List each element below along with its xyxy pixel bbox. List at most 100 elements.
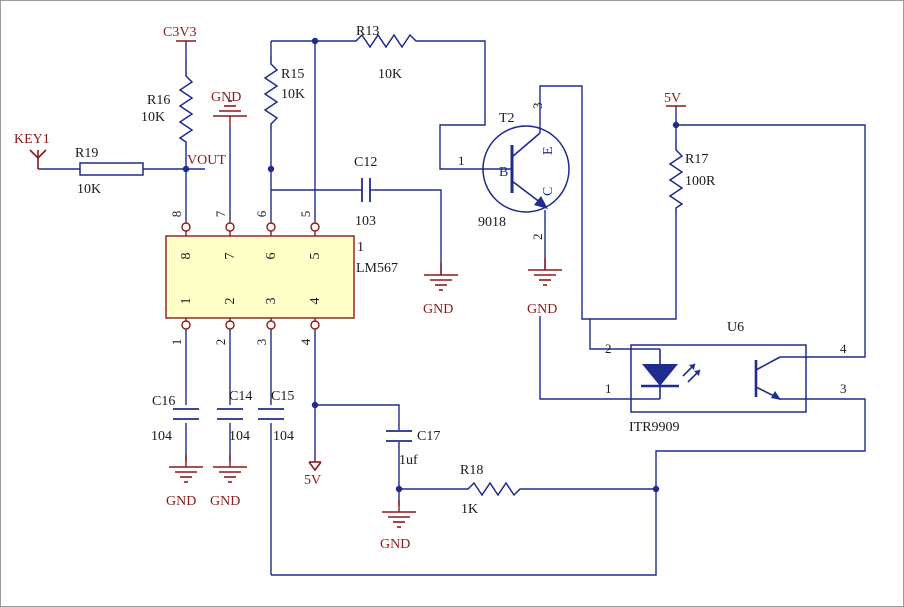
ic-pin-2-label: 2 — [223, 298, 238, 305]
resistor-r13 — [344, 33, 424, 49]
resistor-r15-value: 10K — [281, 87, 305, 102]
ic-part-name: LM567 — [356, 261, 398, 276]
capacitor-c12-value: 103 — [355, 214, 376, 229]
resistor-r19 — [79, 162, 144, 176]
gnd-symbol-pin7 — [212, 100, 248, 129]
power-label-gnd-c14: GND — [210, 494, 240, 509]
optocoupler-pin-2: 2 — [605, 341, 612, 356]
wire-c17-top — [315, 404, 400, 430]
junction-dot — [395, 485, 403, 493]
resistor-r19-ref: R19 — [75, 146, 98, 161]
gnd-symbol-c16 — [168, 454, 204, 483]
capacitor-c12 — [358, 178, 374, 202]
gnd-symbol-t2 — [527, 257, 563, 286]
ic-lm567: 8 7 6 5 1 2 3 4 8 7 6 5 1 2 3 4 1 LM567 — [165, 210, 398, 346]
junction-dot — [672, 121, 680, 129]
capacitor-c12-ref: C12 — [354, 155, 377, 170]
capacitor-c16-value: 104 — [151, 429, 172, 444]
junction-dot — [311, 37, 319, 45]
capacitor-c16 — [173, 408, 199, 420]
optocoupler-pin-3: 3 — [840, 381, 847, 396]
optocoupler-pin-1: 1 — [605, 381, 612, 396]
capacitor-c17-value: 1uf — [399, 453, 418, 468]
wire-u6pin3 — [271, 398, 866, 576]
power-label-c3v3: C3V3 — [163, 25, 196, 40]
gnd-symbol-c17 — [381, 499, 417, 528]
transistor-base-letter: B — [499, 165, 508, 180]
capacitor-c15-ref: C15 — [271, 389, 294, 404]
power-label-gnd-pin7: GND — [211, 90, 241, 105]
capacitor-c15 — [258, 408, 284, 420]
resistor-r18-ref: R18 — [460, 463, 483, 478]
capacitor-c14-value: 104 — [229, 429, 250, 444]
resistor-r13-value: 10K — [378, 67, 402, 82]
junction-dot — [311, 401, 319, 409]
capacitor-c17 — [386, 430, 412, 442]
junction-dot — [267, 165, 275, 173]
wire-5v-u6pin4 — [676, 124, 866, 358]
resistor-r16-value: 10K — [141, 110, 165, 125]
ic-ext-pin-5: 5 — [298, 211, 313, 218]
resistor-r18-value: 1K — [461, 502, 478, 517]
optocoupler-body — [630, 344, 807, 413]
power-label-5v-top: 5V — [664, 91, 681, 106]
resistor-r13-ref: R13 — [356, 24, 379, 39]
wire-u6pin1 — [539, 316, 631, 400]
optocoupler-pin-4: 4 — [840, 341, 847, 356]
power-label-5v-bottom: 5V — [304, 473, 321, 488]
power-label-gnd-c17: GND — [380, 537, 410, 552]
ic-pin-3-label: 3 — [264, 298, 279, 305]
resistor-r15 — [263, 55, 279, 130]
resistor-r16-ref: R16 — [147, 93, 170, 108]
transistor-pin-collector: 2 — [530, 234, 545, 241]
resistor-r15-ref: R15 — [281, 67, 304, 82]
ic-ext-pin-8: 8 — [169, 211, 184, 218]
wire-c12-right — [374, 189, 442, 275]
gnd-symbol-c12 — [423, 262, 459, 291]
capacitor-c14 — [217, 408, 243, 420]
wires — [38, 40, 866, 576]
ic-pin-6-label: 6 — [264, 253, 279, 260]
resistor-r16 — [178, 62, 194, 150]
optocoupler-part-name: ITR9909 — [629, 420, 680, 435]
net-label-key1: KEY1 — [14, 132, 50, 147]
resistor-r17-value: 100R — [685, 174, 716, 189]
transistor-designator: T2 — [499, 111, 515, 126]
transistor-emitter-letter: E — [541, 146, 556, 155]
ic-pin-7-label: 7 — [223, 253, 238, 260]
transistor-t2: B E C 1 3 2 T2 9018 — [458, 103, 570, 241]
power-label-gnd-c16: GND — [166, 494, 196, 509]
optocoupler-designator: U6 — [727, 320, 744, 335]
transistor-pin-emitter: 3 — [530, 103, 545, 110]
transistor-collector-letter: C — [541, 187, 556, 196]
optocoupler-led-triangle — [642, 364, 678, 386]
junction-dot — [182, 165, 190, 173]
transistor-part-name: 9018 — [478, 215, 506, 230]
ic-ext-pin-2: 2 — [213, 339, 228, 346]
ic-pin-4-label: 4 — [308, 298, 323, 305]
capacitor-c14-ref: C14 — [229, 389, 252, 404]
capacitor-c15-value: 104 — [273, 429, 294, 444]
wire-emitter-u6pin2 — [539, 85, 631, 350]
capacitor-c16-ref: C16 — [152, 394, 175, 409]
ic-ext-pin-7: 7 — [213, 210, 228, 217]
ic-ext-pin-6: 6 — [254, 210, 269, 217]
ic-ext-pin-1: 1 — [169, 339, 184, 346]
capacitor-c17-ref: C17 — [417, 429, 440, 444]
net-label-vout: VOUT — [187, 153, 226, 168]
transistor-t2-body — [482, 125, 570, 213]
transistor-pin-base: 1 — [458, 153, 465, 168]
ic-pin-8-label: 8 — [179, 253, 194, 260]
junction-dot — [652, 485, 660, 493]
resistor-r17-ref: R17 — [685, 152, 708, 167]
resistor-r18 — [460, 481, 530, 497]
transistor-t2-arrow — [534, 196, 548, 209]
power-arrow-5v-bottom — [308, 461, 322, 472]
ic-ext-pin-4: 4 — [298, 338, 313, 345]
junctions — [182, 37, 680, 493]
gnd-symbol-c14 — [212, 454, 248, 483]
ic-pin-5-label: 5 — [308, 253, 323, 260]
resistor-r19-value: 10K — [77, 182, 101, 197]
power-label-gnd-c12: GND — [423, 302, 453, 317]
